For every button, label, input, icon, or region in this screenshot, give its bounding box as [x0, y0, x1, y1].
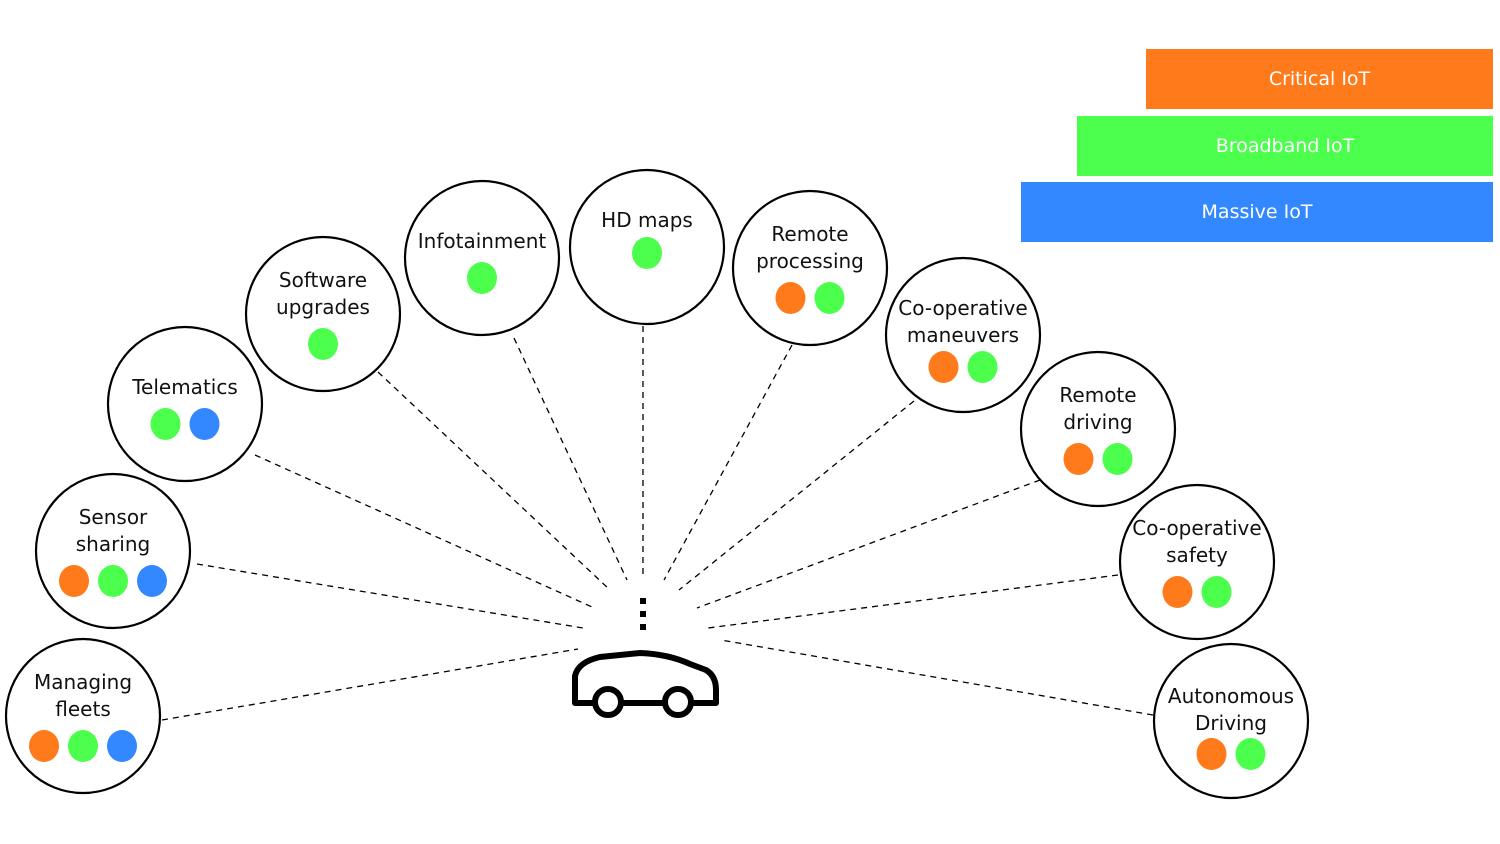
node-hd-maps: HD maps	[568, 168, 726, 326]
node-label: Remote	[1059, 383, 1136, 407]
node-circle	[731, 189, 889, 347]
node-sensor-sharing: Sensor sharing	[34, 472, 192, 630]
connector-managing-fleets	[161, 648, 579, 721]
node-label: Managing	[34, 670, 132, 694]
node-remote-driving: Remote driving	[1019, 350, 1177, 508]
legend-massive-iot: Massive IoT	[1021, 182, 1493, 242]
node-circle	[1118, 483, 1276, 641]
massive-iot-dot	[137, 565, 167, 597]
node-telematics: Telematics	[106, 325, 264, 483]
connector-autonomous-driving	[720, 639, 1154, 716]
node-label: fleets	[55, 697, 110, 721]
node-label: HD maps	[601, 208, 693, 232]
node-circle	[106, 325, 264, 483]
node-label: processing	[756, 249, 864, 273]
broadband-iot-dot	[98, 565, 128, 597]
connector-sensor-sharing	[196, 563, 584, 629]
node-label: Co-operative	[898, 296, 1027, 320]
connector-remote-processing	[663, 344, 793, 581]
node-label: safety	[1166, 543, 1228, 567]
node-label: Telematics	[131, 375, 238, 399]
critical-iot-dot	[1063, 443, 1094, 475]
node-circle	[403, 179, 561, 337]
connector-remote-driving	[696, 479, 1041, 609]
legend-critical-iot: Critical IoT	[1146, 49, 1493, 109]
critical-iot-dot	[928, 351, 959, 383]
connector-co-operative-maneuvers	[678, 400, 915, 591]
critical-iot-dot	[59, 565, 89, 597]
connector-co-operative-safety	[707, 574, 1119, 629]
connector-infotainment	[513, 337, 628, 581]
critical-iot-dot	[1162, 576, 1193, 608]
critical-iot-dot	[775, 282, 806, 314]
node-label: Remote	[771, 222, 848, 246]
node-label: Infotainment	[418, 229, 547, 253]
node-label: Driving	[1195, 711, 1267, 735]
broadband-iot-dot	[150, 408, 181, 440]
node-remote-processing: Remote processing	[731, 189, 889, 347]
massive-iot-dot	[189, 408, 220, 440]
critical-iot-dot	[1196, 738, 1227, 770]
node-co-operative-safety: Co-operative safety	[1118, 483, 1276, 641]
node-label: Autonomous	[1168, 684, 1294, 708]
broadband-iot-dot	[467, 262, 497, 294]
broadband-iot-dot	[814, 282, 845, 314]
broadband-iot-dot	[68, 730, 98, 762]
connector-telematics	[254, 454, 593, 608]
node-label: Sensor	[79, 505, 148, 529]
node-label: Co-operative	[1132, 516, 1261, 540]
car-icon	[572, 598, 719, 718]
node-software-upgrades: Software upgrades	[244, 235, 402, 393]
node-circle	[244, 235, 402, 393]
massive-iot-dot	[107, 730, 137, 762]
node-circle	[1152, 642, 1310, 800]
connector-lines	[161, 326, 1154, 721]
use-case-nodes: ManagingfleetsSensorsharingTelematicsSof…	[4, 168, 1310, 800]
connector-software-upgrades	[377, 371, 611, 591]
node-label: sharing	[76, 532, 151, 556]
broadband-iot-dot	[632, 237, 662, 269]
node-label: driving	[1063, 410, 1132, 434]
node-co-operative-maneuvers: Co-operative maneuvers	[884, 256, 1042, 414]
broadband-iot-dot	[967, 351, 998, 383]
critical-iot-dot	[29, 730, 59, 762]
broadband-iot-dot	[1102, 443, 1133, 475]
legend-broadband-iot: Broadband IoT	[1077, 116, 1493, 176]
node-label: upgrades	[276, 295, 370, 319]
node-label: Software	[279, 268, 367, 292]
broadband-iot-dot	[1235, 738, 1266, 770]
node-label: maneuvers	[907, 323, 1019, 347]
node-infotainment: Infotainment	[403, 179, 561, 337]
broadband-iot-dot	[1201, 576, 1232, 608]
broadband-iot-dot	[308, 328, 338, 360]
node-circle	[884, 256, 1042, 414]
node-managing-fleets: Managing fleets	[4, 637, 162, 795]
node-circle	[1019, 350, 1177, 508]
